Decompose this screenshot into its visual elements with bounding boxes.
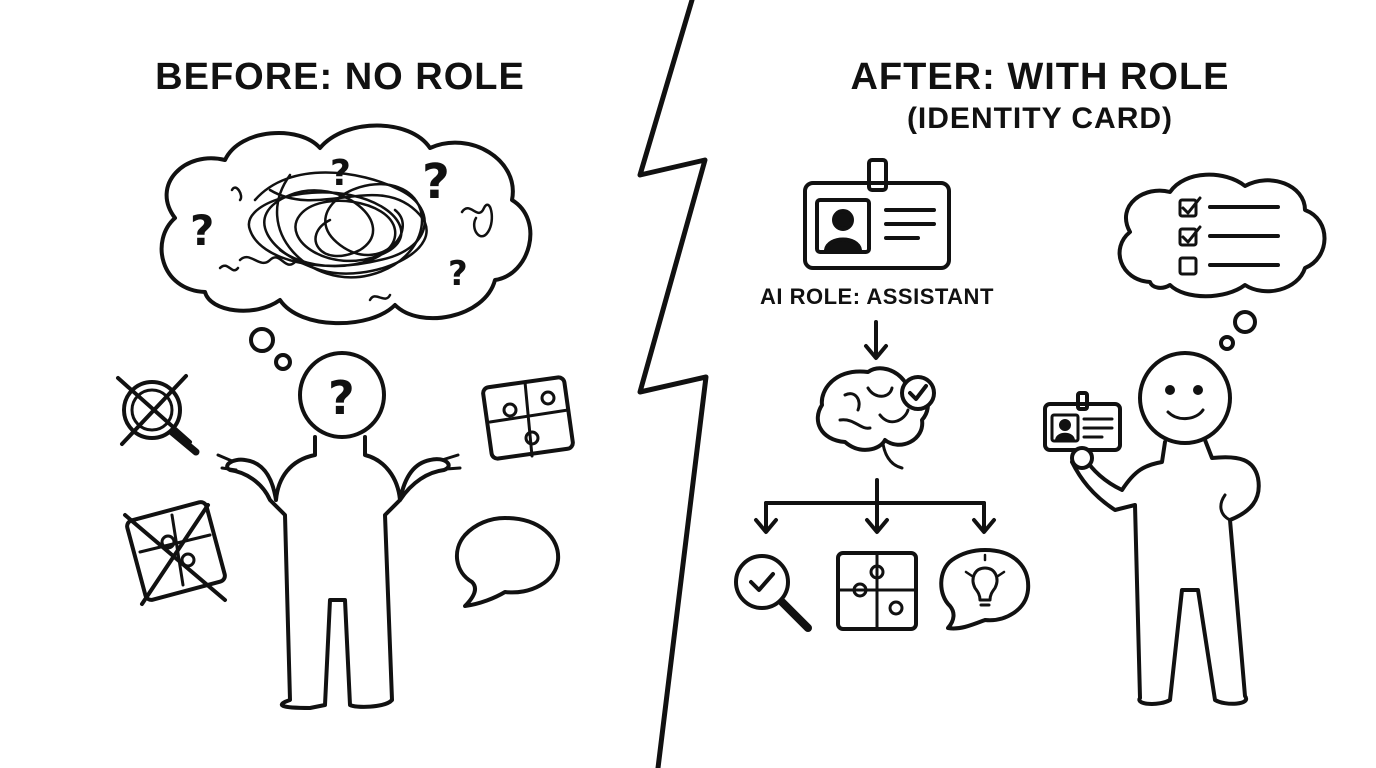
svg-text:?: ? — [422, 154, 450, 210]
svg-text:?: ? — [190, 206, 214, 255]
puzzle-icon — [481, 375, 575, 461]
magnifier-check-icon — [734, 554, 812, 632]
crossed-magnifier-icon — [116, 374, 200, 456]
question-mark-icon: ? ? ? ? — [190, 153, 468, 294]
lightbulb-speech-icon — [939, 548, 1031, 631]
confused-person-figure: ? — [216, 351, 462, 710]
before-title: BEFORE: NO ROLE — [155, 56, 525, 98]
confused-thought-cloud-icon — [159, 123, 533, 371]
branch-arrows — [754, 478, 996, 534]
confident-person-figure — [1070, 351, 1261, 706]
arrow-down-icon — [864, 320, 888, 360]
speech-bubble-icon — [455, 516, 561, 608]
after-title: AFTER: WITH ROLE — [850, 56, 1230, 98]
lightning-divider — [637, 0, 709, 768]
checklist-icon — [1178, 196, 1280, 276]
svg-text:?: ? — [448, 254, 468, 294]
brain-check-icon — [815, 366, 936, 470]
crossed-puzzle-icon — [123, 500, 227, 606]
puzzle-icon — [836, 551, 918, 631]
id-card-icon — [803, 158, 951, 270]
svg-text:?: ? — [328, 371, 355, 425]
scribble-icon — [218, 171, 494, 302]
after-subtitle: (IDENTITY CARD) — [906, 102, 1174, 135]
checklist-thought-cloud-icon — [1117, 172, 1327, 351]
ai-role-label: AI ROLE: ASSISTANT — [760, 284, 994, 309]
svg-text:?: ? — [330, 153, 351, 194]
held-id-card-icon — [1043, 391, 1122, 470]
